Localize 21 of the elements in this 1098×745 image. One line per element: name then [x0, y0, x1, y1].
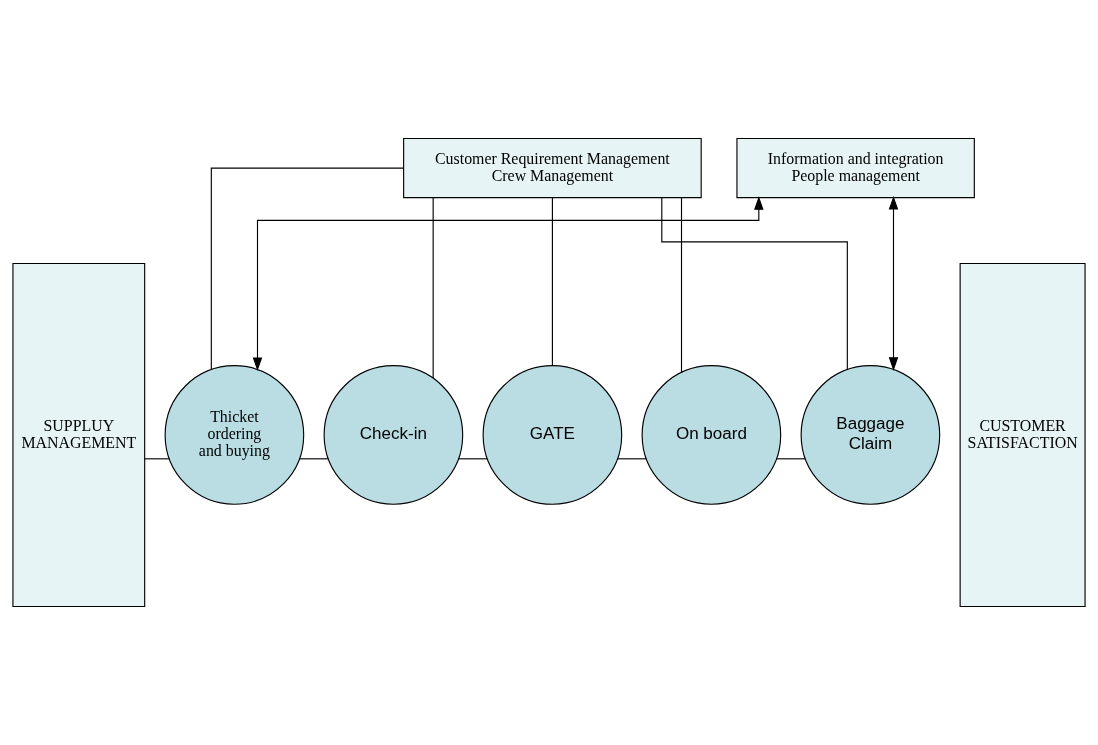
- connector: [680, 197, 683, 373]
- node-circle: Check-in: [323, 365, 464, 505]
- connector: [616, 458, 647, 460]
- connector: [210, 167, 404, 370]
- node-circle: On board: [641, 365, 782, 505]
- node-circle: GATE: [482, 365, 623, 505]
- connector: [457, 458, 488, 460]
- node-box: Information and integration People management: [736, 137, 975, 199]
- node-box: Customer Requirement Management Crew Management: [403, 137, 702, 199]
- node-box: CUSTOMER SATISFACTION: [959, 262, 1086, 608]
- connector: [551, 197, 553, 366]
- arrow: [252, 196, 764, 372]
- node-circle: Thicket ordering and buying: [164, 365, 305, 505]
- connector: [144, 458, 170, 460]
- connector: [432, 197, 434, 379]
- node-box: SUPPLUY MANAGEMENT: [12, 262, 146, 608]
- connector: [775, 458, 806, 460]
- connector: [661, 197, 848, 371]
- node-circle: Baggage Claim: [800, 365, 941, 505]
- arrow: [888, 195, 899, 371]
- connector: [298, 458, 329, 460]
